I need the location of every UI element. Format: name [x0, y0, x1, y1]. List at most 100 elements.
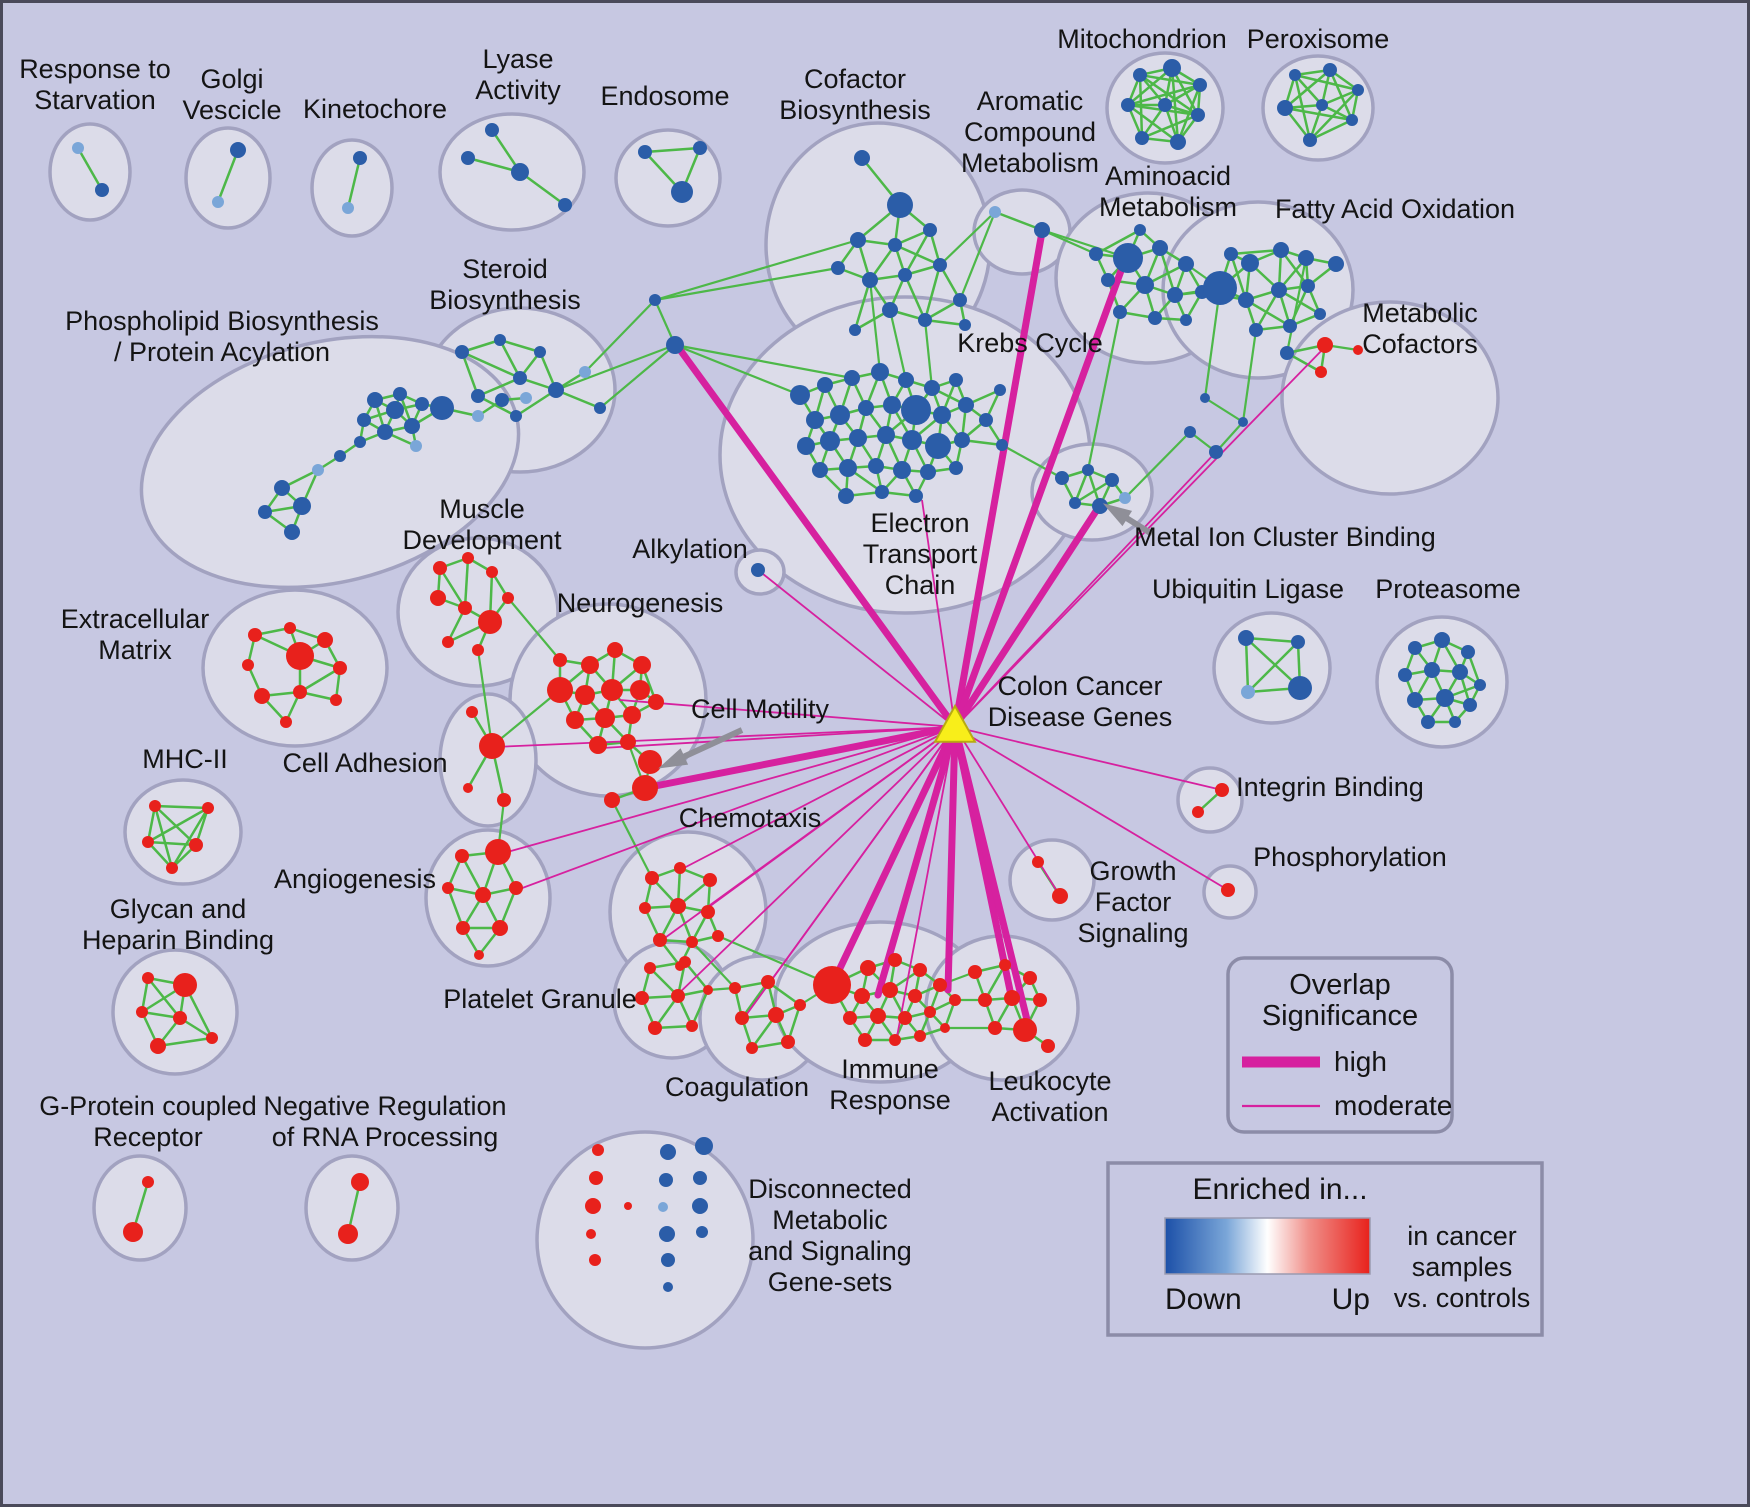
gene-set-edge [446, 887, 465, 929]
gene-set-node-up [968, 965, 982, 979]
label-phospholipid-protein-acylation: Phospholipid Biosynthesis/ Protein Acyla… [65, 306, 379, 367]
gene-set-node-up [843, 1011, 857, 1025]
gene-set-node-up [589, 736, 607, 754]
gene-set-node-down [695, 1137, 713, 1155]
gene-set-node-down [901, 395, 931, 425]
inter-cluster-edge [1241, 329, 1258, 423]
gene-set-node-up [189, 838, 203, 852]
gene-set-node-down [839, 459, 857, 477]
gene-set-node-up [1317, 337, 1333, 353]
inter-cluster-edge [923, 319, 934, 389]
gene-set-node-down [1055, 471, 1069, 485]
inter-cluster-edge [868, 279, 882, 373]
label-coagulation: Coagulation [665, 1072, 809, 1102]
label-endosome: Endosome [600, 81, 729, 111]
gene-set-node-up [466, 706, 478, 718]
gene-set-node-up [653, 933, 667, 947]
cluster-growth-factor-signaling-bubble [1008, 838, 1096, 922]
gene-set-node-down [1191, 108, 1205, 122]
gene-set-node-up [1052, 888, 1068, 904]
inter-cluster-edge [555, 343, 676, 392]
gene-set-node-up [1004, 990, 1020, 1006]
gene-set-node-down [830, 405, 850, 425]
gene-set-node-down [534, 346, 546, 358]
gene-set-node-up [623, 706, 641, 724]
gene-set-node-down [230, 142, 246, 158]
gene-set-edge [154, 804, 209, 810]
overlap-edge-moderate [601, 726, 956, 749]
gene-set-node-down [579, 366, 591, 378]
gene-set-node-down [284, 524, 300, 540]
gene-set-edge [853, 279, 872, 331]
gene-set-node-down [1101, 273, 1115, 287]
gene-set-node-down [1238, 417, 1248, 427]
gene-set-node-up [475, 887, 491, 903]
gene-set-node-down [1323, 63, 1337, 77]
gene-set-node-up [913, 963, 927, 977]
label-metal-ion-cluster-binding: Metal Ion Cluster Binding [1134, 522, 1436, 552]
gene-set-node-up [940, 1023, 950, 1033]
gene-set-node-down [72, 142, 84, 154]
gene-set-node-down [660, 1144, 676, 1160]
cluster-negative-regulation-rna-processing-bubble [304, 1154, 400, 1262]
gene-set-edge [461, 350, 521, 380]
gene-set-node-down [638, 145, 652, 159]
inter-cluster-edge [599, 344, 676, 409]
inter-cluster-edge [1203, 287, 1222, 399]
gene-set-node-up [595, 708, 615, 728]
gene-set-node-up [280, 716, 292, 728]
gene-set-edge [644, 146, 701, 154]
gene-set-node-up [150, 1038, 166, 1054]
gene-set-node-down [989, 206, 1001, 218]
label-proteasome: Proteasome [1375, 574, 1521, 604]
gene-set-node-down [415, 397, 429, 411]
gene-set-node-up [686, 936, 698, 948]
overlap-edge-moderate [679, 726, 956, 871]
gene-set-node-down [472, 410, 484, 422]
inter-cluster-edge [1086, 311, 1122, 471]
gene-set-node-up [674, 862, 686, 874]
gene-set-edge [460, 351, 480, 397]
gene-set-node-up [248, 628, 262, 642]
gene-set-edge [157, 1036, 213, 1048]
label-fatty-acid-oxidation: Fatty Acid Oxidation [1275, 194, 1515, 224]
gene-set-node-up [860, 960, 876, 976]
gene-set-node-down [334, 450, 346, 462]
gene-set-node-down [1105, 473, 1119, 487]
gene-set-node-up [858, 1033, 872, 1047]
overlap-edge-moderate [661, 726, 956, 941]
gene-set-edge [498, 339, 522, 379]
overlap-edge-moderate [516, 726, 956, 891]
gene-set-node-down [510, 410, 522, 422]
overlap-edge-high [874, 723, 959, 999]
gene-set-node-down [1424, 662, 1440, 678]
gene-set-node-down [996, 439, 1008, 451]
label-angiogenesis: Angiogenesis [274, 864, 436, 894]
gene-set-node-down [790, 385, 810, 405]
gene-set-node-down [1408, 641, 1422, 655]
gene-set-node-up [458, 601, 472, 615]
label-mhc-ii: MHC-II [142, 744, 227, 774]
gene-set-edge [1245, 636, 1299, 644]
gene-set-node-down [1452, 664, 1468, 680]
gene-set-node-up [645, 871, 659, 885]
gene-set-node-up [206, 1032, 218, 1044]
gene-set-node-up [166, 862, 178, 874]
gene-set-node-down [1113, 243, 1143, 273]
gene-set-node-down [751, 563, 765, 577]
gene-set-node-up [735, 1011, 749, 1025]
gene-set-node-up [479, 733, 505, 759]
gene-set-node-down [887, 192, 913, 218]
gene-set-node-down [898, 372, 914, 388]
label-cell-adhesion: Cell Adhesion [282, 748, 447, 778]
overlap-edge-high [944, 723, 959, 994]
gene-set-node-down [659, 1173, 673, 1187]
gene-set-node-down [693, 141, 707, 155]
gene-set-node-up [1032, 856, 1044, 868]
gene-set-node-up [1033, 993, 1047, 1007]
gene-set-node-down [258, 505, 272, 519]
